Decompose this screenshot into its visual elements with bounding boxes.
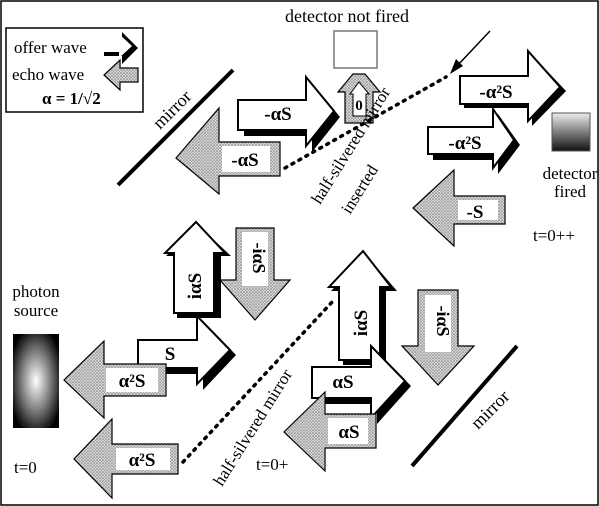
zero-offer-arrow: 0: [336, 73, 382, 124]
arrow-det-echo-label: -S: [467, 202, 484, 223]
arrow-low-echo-left-label: αS: [338, 422, 359, 443]
legend-echo-arrow-icon: [103, 58, 139, 92]
time-mid-label: t=0+: [256, 455, 288, 474]
arrow-mid-echo-down-label: -iαS: [249, 242, 269, 273]
arrow-det-offer-1: -α²S: [459, 48, 566, 126]
detector-fired-box: [551, 112, 591, 152]
arrow-top-offer-label: -αS: [264, 104, 292, 125]
arrow-mid-offer-up: iαS: [162, 220, 231, 318]
arrow-source-echo-1: α²S: [63, 339, 167, 420]
photon-source-label-1: photon: [12, 282, 60, 301]
mirror-top-line: [116, 68, 235, 187]
mirror-top-label: mirror: [149, 86, 196, 133]
arrow-low-echo-down: -iαS: [400, 289, 476, 386]
arrow-low-echo-left: αS: [283, 390, 377, 473]
legend-box: [5, 27, 144, 113]
arrow-top-offer: -αS: [237, 74, 340, 152]
detector-fired-label-2: fired: [554, 182, 587, 201]
arrow-mid-echo-down: -iαS: [218, 227, 292, 321]
time-far-label: t=0++: [533, 226, 575, 245]
arrow-mid-offer-up-label: iαS: [185, 273, 206, 299]
legend-offer-label: offer wave: [14, 38, 87, 57]
arrow-source-echo-2-label: α²S: [129, 450, 156, 471]
arrow-low-offer-up-label: iαS: [351, 310, 372, 336]
pointer-line: [455, 30, 491, 68]
arrow-low-offer-right-label: αS: [332, 372, 353, 393]
detector-not-fired-box: [333, 30, 378, 69]
time-start-label: t=0: [14, 458, 37, 477]
arrow-source-echo-2: α²S: [73, 417, 179, 500]
arrow-low-offer-up: iαS: [326, 249, 397, 365]
photon-source-label-2: source: [14, 301, 58, 320]
detector-fired-label-1: detector: [543, 164, 598, 183]
arrow-det-echo: -S: [412, 168, 506, 248]
arrow-det-offer-2: -α²S: [427, 105, 520, 174]
zero-label: 0: [355, 98, 363, 114]
arrow-det-offer-2-label: -α²S: [448, 133, 481, 154]
arrow-low-echo-down-label: -iαS: [433, 305, 453, 336]
half-mirror-top-line: [283, 75, 448, 170]
legend: offer wave echo wave α = 1/√2: [5, 27, 144, 113]
legend-offer-arrow-icon: [104, 32, 138, 64]
arrow-det-offer-1-label: -α²S: [479, 82, 512, 103]
arrow-source-echo-1-label: α²S: [119, 371, 146, 392]
photon-source-box: [13, 334, 59, 428]
detector-not-fired-label: detector not fired: [285, 6, 409, 26]
pointer-arrow-icon: [450, 59, 463, 74]
arrow-top-echo-label: -αS: [231, 150, 259, 171]
mirror-bottom-line: [410, 344, 519, 468]
legend-echo-label: echo wave: [12, 65, 84, 84]
arrow-source-offer-label: S: [165, 344, 176, 365]
half-mirror-bottom-line: [181, 298, 336, 464]
arrow-top-echo: -αS: [175, 106, 281, 196]
legend-alpha: α = 1/√2: [42, 89, 101, 108]
